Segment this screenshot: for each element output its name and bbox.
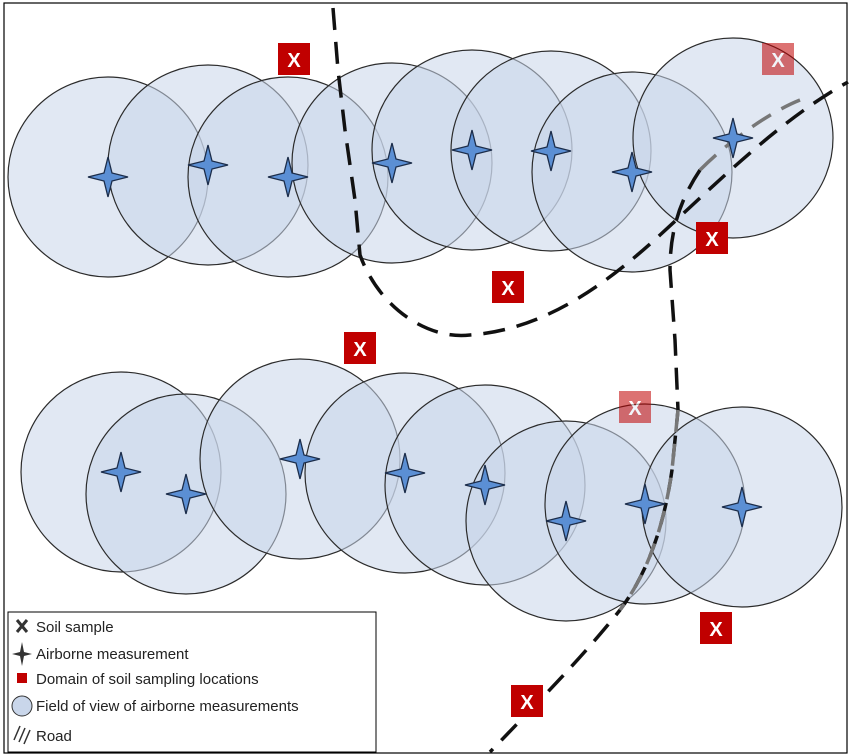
soil-sample-marker: X	[700, 612, 732, 644]
airborne-measurement-star	[624, 483, 666, 525]
road-north	[331, 7, 849, 338]
soil-sample-square	[619, 391, 651, 423]
soil-sample-square	[762, 43, 794, 75]
airborne-measurement-star	[267, 156, 309, 198]
road-faded-east	[618, 409, 680, 612]
airborne-measurement-star	[712, 117, 754, 159]
legend-label-field-of-view: Field of view of airborne measurements	[36, 698, 299, 715]
soil-sample-square	[492, 271, 524, 303]
x-mark-icon	[15, 619, 29, 633]
airborne-measurement-star	[611, 151, 653, 193]
legend-item-road: Road	[13, 725, 72, 745]
soil-sample-marker: X	[762, 43, 794, 75]
airborne-measurement-star	[530, 130, 572, 172]
soil-sample-marker: X	[619, 391, 651, 423]
legend-item-airborne-measurement: Airborne measurement	[12, 642, 189, 666]
airborne-measurement-star	[384, 452, 426, 494]
soil-sample-marker: X	[344, 332, 376, 364]
legend-label-sampling-domain: Domain of soil sampling locations	[36, 671, 259, 688]
airborne-measurement-star	[545, 500, 587, 542]
legend-box	[7, 611, 377, 753]
soil-sample-x-label: X	[287, 50, 301, 72]
airborne-measurements	[87, 117, 763, 542]
soil-sample-marker: X	[492, 271, 524, 303]
soil-samples: X X X X X X X X	[278, 43, 794, 717]
legend-item-sampling-domain: Domain of soil sampling locations	[17, 671, 259, 688]
airborne-measurement-star	[721, 486, 763, 528]
legend-label-road: Road	[36, 728, 72, 745]
soil-sample-x-label: X	[353, 339, 367, 361]
airborne-measurement-star	[100, 451, 142, 493]
airborne-measurement-star	[371, 142, 413, 184]
soil-sample-x-label: X	[709, 619, 723, 641]
circle-icon	[11, 695, 33, 717]
soil-sample-x-label: X	[705, 229, 719, 251]
airborne-measurement-star	[165, 473, 207, 515]
soil-sample-square	[700, 612, 732, 644]
airborne-measurement-star	[279, 438, 321, 480]
legend: Soil sample Airborne measurement Domain …	[7, 611, 377, 753]
airborne-measurement-star	[187, 144, 229, 186]
soil-sample-x-label: X	[628, 398, 642, 420]
airborne-measurement-star	[464, 464, 506, 506]
legend-item-field-of-view: Field of view of airborne measurements	[11, 695, 299, 717]
soil-sample-square	[696, 222, 728, 254]
soil-sample-square	[511, 685, 543, 717]
soil-sample-marker: X	[511, 685, 543, 717]
legend-item-soil-sample: Soil sample	[15, 619, 114, 636]
soil-sample-x-label: X	[520, 692, 534, 714]
soil-sample-marker: X	[278, 43, 310, 75]
soil-sample-square	[344, 332, 376, 364]
soil-sample-x-label: X	[501, 278, 515, 300]
legend-label-airborne-measurement: Airborne measurement	[36, 646, 189, 663]
road-faded-segments	[618, 98, 801, 612]
legend-label-soil-sample: Soil sample	[36, 619, 114, 636]
four-point-star-icon	[12, 642, 32, 666]
road-lines-icon	[13, 725, 31, 745]
soil-sample-marker: X	[696, 222, 728, 254]
airborne-measurement-star	[87, 156, 129, 198]
road-faded-north	[698, 98, 801, 172]
soil-sample-x-label: X	[771, 50, 785, 72]
airborne-measurement-star	[451, 129, 493, 171]
red-square-icon	[17, 673, 27, 683]
soil-sample-square	[278, 43, 310, 75]
